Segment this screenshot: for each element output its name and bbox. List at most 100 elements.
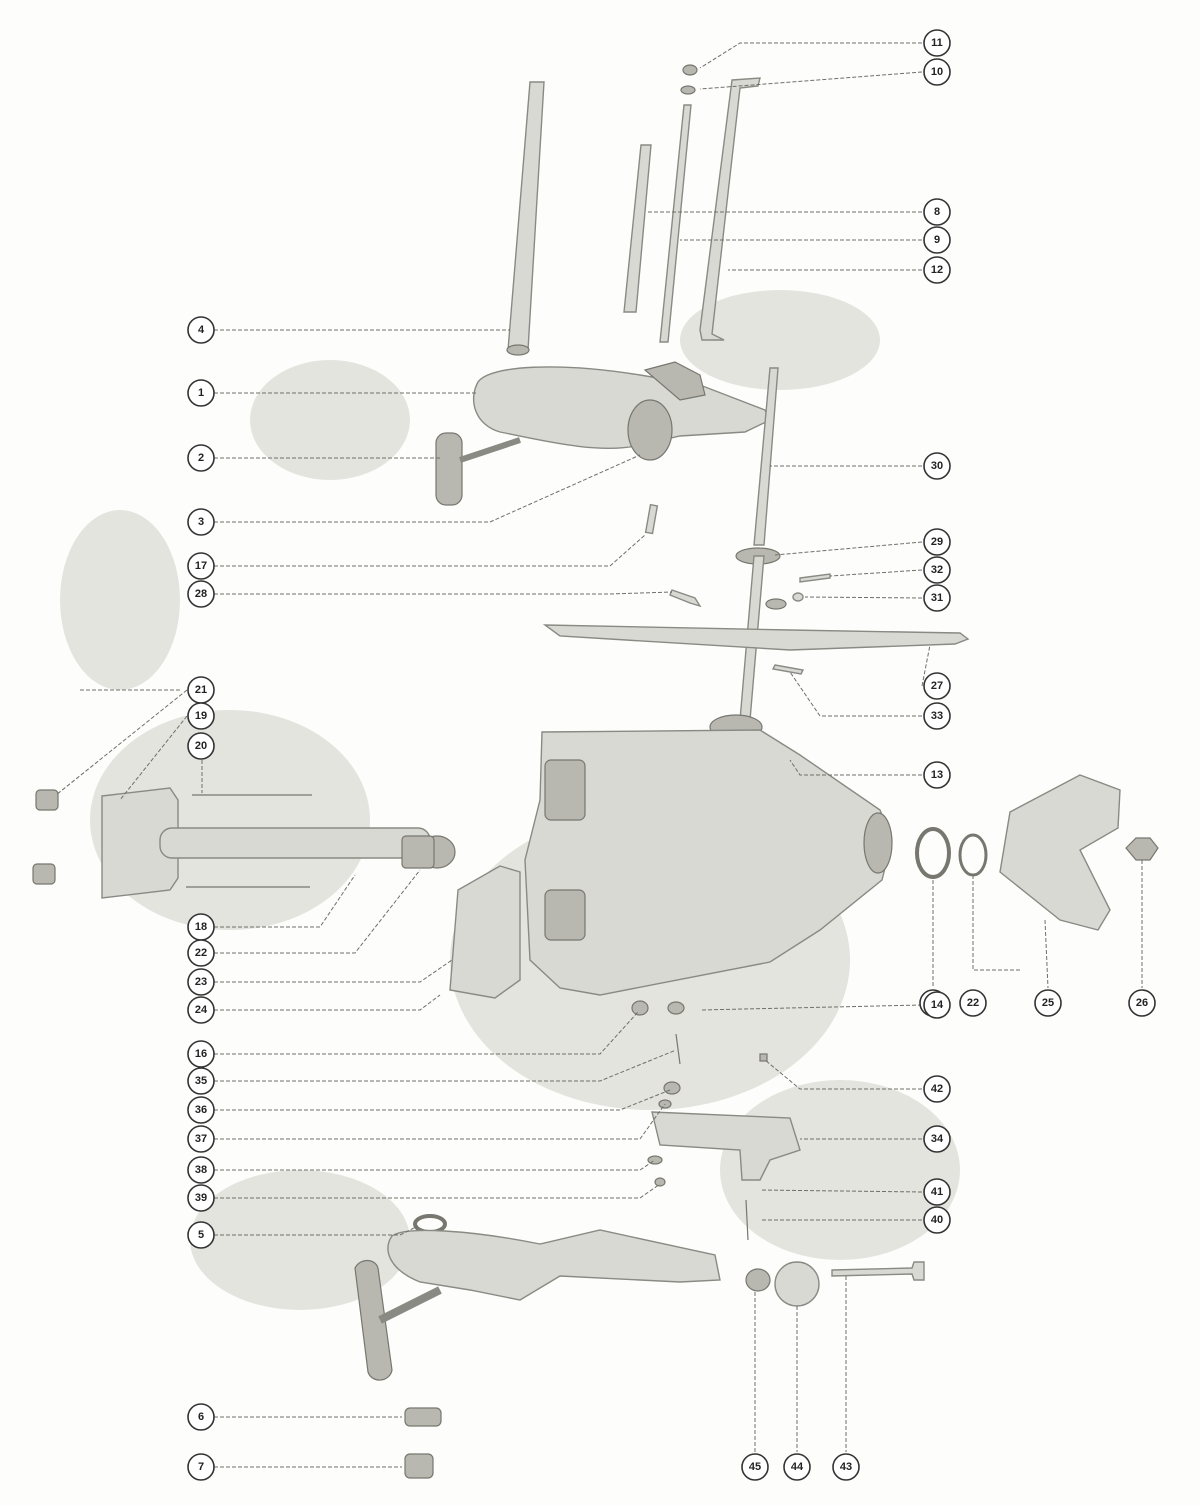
- part-swivel-pin-assembly: [101, 787, 456, 899]
- part-clip-31: [792, 592, 804, 602]
- callout-14: 14: [923, 991, 951, 1019]
- callout-circle: [923, 556, 951, 584]
- part-grease-fitting-16: [631, 1000, 649, 1016]
- callout-24: 24: [187, 996, 215, 1024]
- part-small-bolt-32: [799, 573, 831, 583]
- callout-30: 30: [923, 452, 951, 480]
- callout-number: 26: [1136, 997, 1148, 1009]
- callout-circle: [187, 316, 215, 344]
- part-small-bolt-33: [771, 664, 805, 675]
- callout-6: 6: [187, 1403, 215, 1431]
- callout-34: 34: [923, 1125, 951, 1153]
- callout-circle: [923, 761, 951, 789]
- callout-36: 36: [187, 1096, 215, 1124]
- callout-circle: [187, 580, 215, 608]
- callout-33: 33: [923, 702, 951, 730]
- callout-circle: [923, 226, 951, 254]
- callout-21: 21: [187, 676, 215, 704]
- callout-circle: [187, 732, 215, 760]
- part-small-square-42: [759, 1053, 768, 1062]
- part-knob-44: [774, 1261, 820, 1307]
- callout-circle: [1034, 989, 1062, 1017]
- callout-16: 16: [187, 1040, 215, 1068]
- callout-circle: [187, 1156, 215, 1184]
- part-tube-shaft: [506, 81, 545, 356]
- callout-45: 45: [741, 1453, 769, 1481]
- part-rubber-pad: [449, 865, 521, 999]
- callout-28: 28: [187, 580, 215, 608]
- callout-circle: [959, 989, 987, 1017]
- leader-lines: [55, 42, 1143, 1468]
- part-nut-39: [654, 1177, 666, 1187]
- callout-circle: [187, 508, 215, 536]
- callout-number: 13: [931, 769, 943, 781]
- callout-number: 39: [195, 1192, 207, 1204]
- callout-number: 9: [934, 234, 940, 246]
- callout-number: 41: [931, 1186, 943, 1198]
- callout-number: 28: [195, 588, 207, 600]
- callout-27: 27: [923, 672, 951, 700]
- callout-number: 20: [195, 740, 207, 752]
- part-bent-rod: [699, 77, 761, 341]
- callout-number: 6: [198, 1411, 204, 1423]
- callout-number: 45: [749, 1461, 761, 1473]
- callout-number: 3: [198, 516, 204, 528]
- callout-number: 8: [934, 206, 940, 218]
- callout-10: 10: [923, 58, 951, 86]
- callout-29: 29: [923, 528, 951, 556]
- callout-circle: [923, 991, 951, 1019]
- callout-number: 25: [1042, 997, 1054, 1009]
- callout-number: 31: [931, 592, 943, 604]
- callout-13: 13: [923, 761, 951, 789]
- callout-number: 19: [195, 710, 207, 722]
- callout-11: 11: [923, 29, 951, 57]
- callout-circle: [187, 1096, 215, 1124]
- callout-22: 22: [187, 939, 215, 967]
- callout-circle: [923, 1075, 951, 1103]
- callout-31: 31: [923, 584, 951, 612]
- callout-circle: [187, 1040, 215, 1068]
- callout-44: 44: [783, 1453, 811, 1481]
- callout-25: 25: [1034, 989, 1062, 1017]
- part-lock-bracket: [651, 1111, 801, 1181]
- callout-number: 33: [931, 710, 943, 722]
- callout-circle: [923, 452, 951, 480]
- callout-number: 11: [931, 37, 943, 49]
- callout-circle: [187, 968, 215, 996]
- callout-23: 23: [187, 968, 215, 996]
- callout-circle: [783, 1453, 811, 1481]
- callout-number: 1: [198, 387, 204, 399]
- callout-number: 4: [198, 324, 205, 336]
- part-nut-left-upper: [35, 789, 59, 811]
- callout-circle: [923, 1178, 951, 1206]
- callout-number: 44: [791, 1461, 804, 1473]
- callout-43: 43: [832, 1453, 860, 1481]
- part-nut-left-lower: [32, 863, 56, 885]
- callout-number: 24: [195, 1004, 208, 1016]
- callout-circle: [923, 584, 951, 612]
- callout-circle: [923, 702, 951, 730]
- callout-number: 37: [195, 1133, 207, 1145]
- callout-number: 32: [931, 564, 943, 576]
- callout-circle: [832, 1453, 860, 1481]
- callout-circle: [187, 1403, 215, 1431]
- callout-3: 3: [187, 508, 215, 536]
- part-cotter-pin: [669, 589, 702, 608]
- part-upper-handle-grip: [435, 432, 521, 506]
- callout-number: 7: [198, 1461, 204, 1473]
- callout-2: 2: [187, 444, 215, 472]
- callout-39: 39: [187, 1184, 215, 1212]
- part-washer-top: [680, 85, 696, 95]
- callout-circle: [187, 552, 215, 580]
- callout-circle: [187, 379, 215, 407]
- part-bushing-6: [404, 1407, 442, 1427]
- callout-17: 17: [187, 552, 215, 580]
- callout-5: 5: [187, 1221, 215, 1249]
- callout-circle: [741, 1453, 769, 1481]
- callout-number: 27: [931, 680, 943, 692]
- callout-number: 18: [195, 921, 207, 933]
- callout-41: 41: [923, 1178, 951, 1206]
- callout-number: 42: [931, 1083, 943, 1095]
- callout-number: 29: [931, 536, 943, 548]
